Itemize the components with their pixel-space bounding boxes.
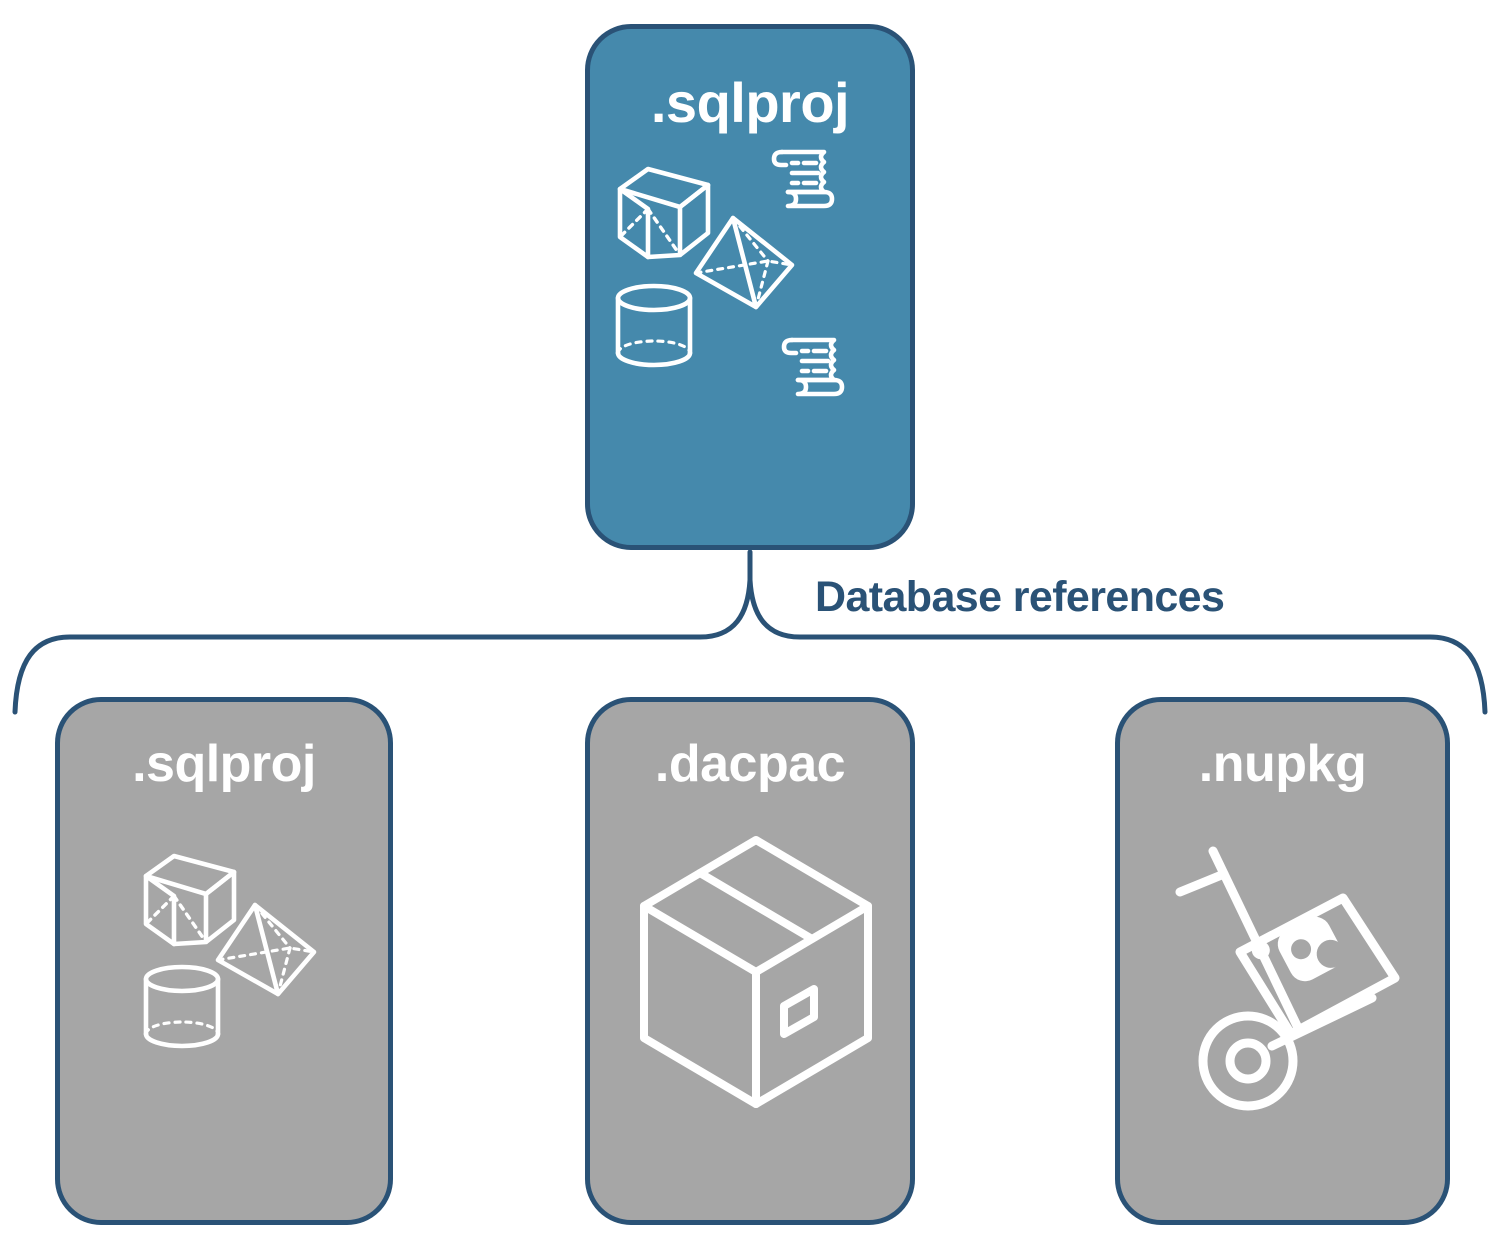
connector-label-database-references: Database references <box>815 573 1225 621</box>
icon-group-root <box>590 131 910 545</box>
icon-group-sqlproj-reference <box>60 790 388 1220</box>
node-title-sqlproj-reference: .sqlproj <box>132 735 316 793</box>
scroll-icon <box>771 149 835 209</box>
node-title-dacpac-reference: .dacpac <box>654 735 846 793</box>
cube-wireframe-icon <box>617 166 711 260</box>
node-sqlproj-reference[interactable]: .sqlproj <box>55 697 393 1225</box>
package-box-icon <box>640 836 872 1108</box>
node-title-sqlproj-root: .sqlproj <box>650 71 850 134</box>
scroll-icon <box>781 337 845 397</box>
hand-truck-package-icon <box>1175 846 1400 1111</box>
node-dacpac-reference[interactable]: .dacpac <box>585 697 915 1225</box>
pyramid-wireframe-icon <box>693 215 795 310</box>
cylinder-wireframe-icon <box>615 283 693 368</box>
icon-group-nupkg-reference <box>1120 790 1445 1220</box>
pyramid-wireframe-icon <box>215 902 317 997</box>
node-nupkg-reference[interactable]: .nupkg <box>1115 697 1450 1225</box>
cube-wireframe-icon <box>143 853 237 947</box>
node-title-nupkg-reference: .nupkg <box>1198 735 1367 793</box>
cylinder-wireframe-icon <box>143 964 221 1049</box>
icon-group-dacpac-reference <box>590 790 910 1220</box>
node-sqlproj-root[interactable]: .sqlproj <box>585 24 915 550</box>
